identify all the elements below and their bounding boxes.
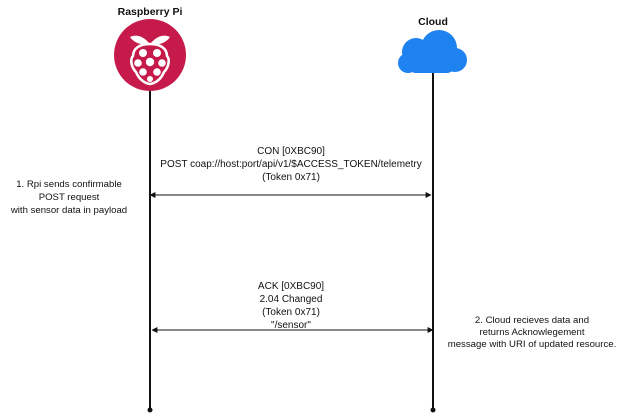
response-line-4: "/sensor"	[271, 320, 311, 331]
step-1-line-2: POST request	[39, 192, 100, 203]
response-line-2: 2.04 Changed	[260, 294, 323, 305]
step-2-line-1: 2. Cloud recieves data and	[475, 315, 589, 326]
cloud-lifeline-end	[430, 407, 436, 413]
raspberry-pi-title: Raspberry Pi	[118, 6, 183, 18]
response-line-1: ACK [0XBC90]	[258, 281, 324, 292]
cloud-title: Cloud	[418, 16, 448, 28]
raspberry-pi-logo-icon	[114, 19, 186, 91]
step-2-line-3: message with URI of updated resource.	[448, 339, 617, 350]
raspberry-pi-lifeline-end	[147, 407, 153, 413]
step-1-note: 1. Rpi sends confirmable POST request wi…	[10, 179, 127, 216]
cloud-icon	[398, 30, 467, 73]
request-line-1: CON [0XBC90]	[257, 146, 325, 157]
request-line-3: (Token 0x71)	[262, 172, 320, 183]
response-message-label: ACK [0XBC90] 2.04 Changed (Token 0x71) "…	[258, 281, 324, 331]
response-line-3: (Token 0x71)	[262, 307, 320, 318]
request-message-label: CON [0XBC90] POST coap://host:port/api/v…	[160, 146, 421, 183]
step-1-line-3: with sensor data in payload	[10, 205, 127, 216]
step-2-note: 2. Cloud recieves data and returns Ackno…	[448, 315, 617, 350]
step-2-line-2: returns Acknowlegement	[479, 327, 584, 338]
request-line-2: POST coap://host:port/api/v1/$ACCESS_TOK…	[160, 159, 421, 170]
step-1-line-1: 1. Rpi sends confirmable	[16, 179, 122, 190]
